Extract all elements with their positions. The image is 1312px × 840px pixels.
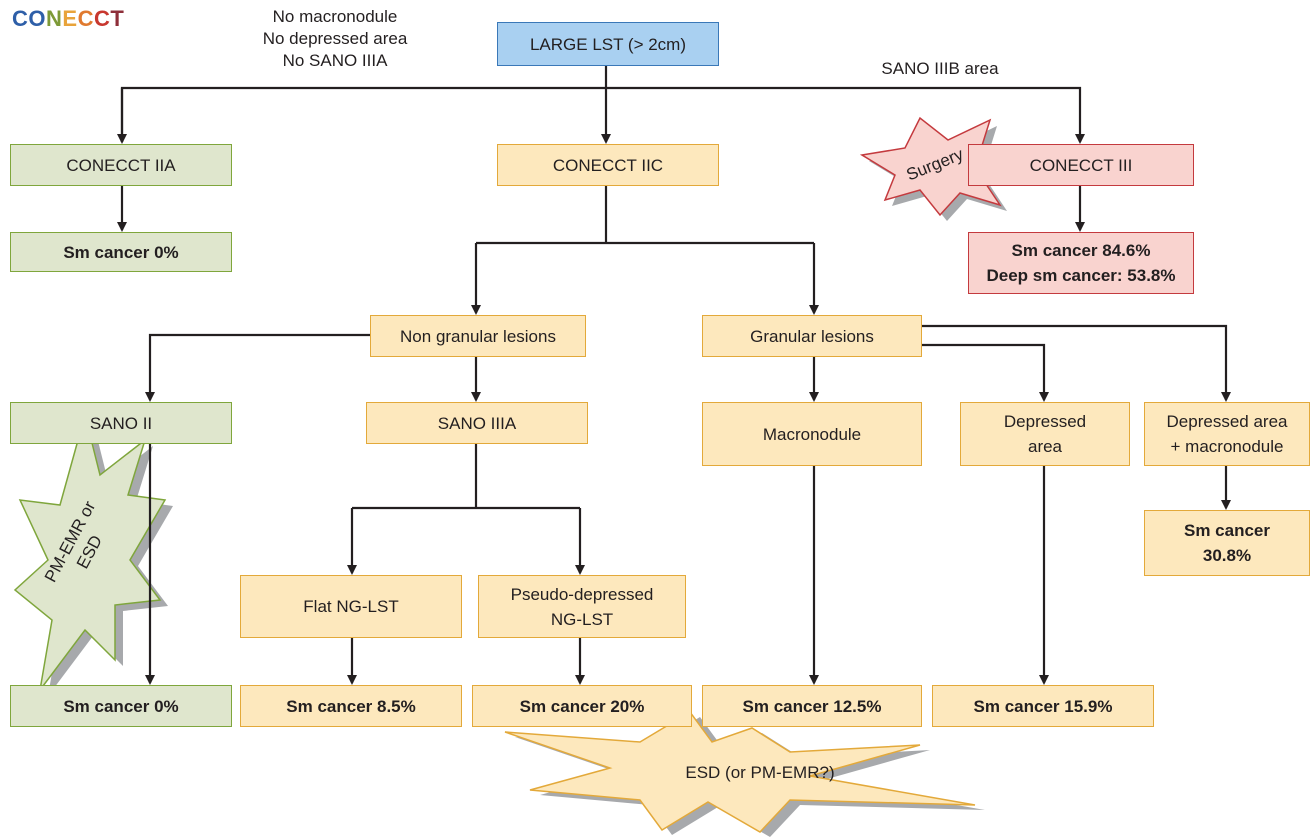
sm-cancer-depressed-macronodule-node: Sm cancer 30.8% <box>1144 510 1310 576</box>
large-lst-node: LARGE LST (> 2cm) <box>497 22 719 66</box>
logo-letter: C <box>12 6 29 31</box>
depressed-area-node: Depressed area <box>960 402 1130 466</box>
pseudo-depressed-ng-lst-node: Pseudo-depressed NG-LST <box>478 575 686 638</box>
flat-ng-lst-node: Flat NG-LST <box>240 575 462 638</box>
conecct-iic-node: CONECCT IIC <box>497 144 719 186</box>
logo-letter: C <box>93 6 111 31</box>
non-granular-lesions-node: Non granular lesions <box>370 315 586 357</box>
logo-letter: C <box>77 6 94 31</box>
logo-letter: O <box>28 6 47 31</box>
depressed-area-macronodule-node: Depressed area + macronodule <box>1144 402 1310 466</box>
granular-lesions-node: Granular lesions <box>702 315 922 357</box>
conecct-logo: CONECCT <box>12 6 124 32</box>
left-criteria-label: No macronodule No depressed area No SANO… <box>262 7 408 70</box>
logo-letter: T <box>110 6 125 31</box>
sano-iiia-node: SANO IIIA <box>366 402 588 444</box>
right-criteria-label: SANO IIIB area <box>881 59 999 78</box>
sm-cancer-sano-ii-node: Sm cancer 0% <box>10 685 232 727</box>
logo-letter: N <box>46 6 63 31</box>
logo-letter: E <box>62 6 78 31</box>
sm-cancer-flat-node: Sm cancer 8.5% <box>240 685 462 727</box>
esd-burst-label: ESD (or PM-EMR?) <box>685 763 834 782</box>
sm-cancer-depressed-node: Sm cancer 15.9% <box>932 685 1154 727</box>
sm-cancer-pseudo-node: Sm cancer 20% <box>472 685 692 727</box>
conecct-iia-node: CONECCT IIA <box>10 144 232 186</box>
macronodule-node: Macronodule <box>702 402 922 466</box>
esd-burst: ESD (or PM-EMR?) <box>504 711 985 837</box>
sm-cancer-iii-node: Sm cancer 84.6% Deep sm cancer: 53.8% <box>968 232 1194 294</box>
sm-cancer-macronodule-node: Sm cancer 12.5% <box>702 685 922 727</box>
sano-ii-node: SANO II <box>10 402 232 444</box>
pm-emr-esd-burst: PM-EMR or ESD <box>13 412 173 696</box>
connectors <box>117 66 1231 685</box>
conecct-iii-node: CONECCT III <box>968 144 1194 186</box>
sm-cancer-iia-node: Sm cancer 0% <box>10 232 232 272</box>
